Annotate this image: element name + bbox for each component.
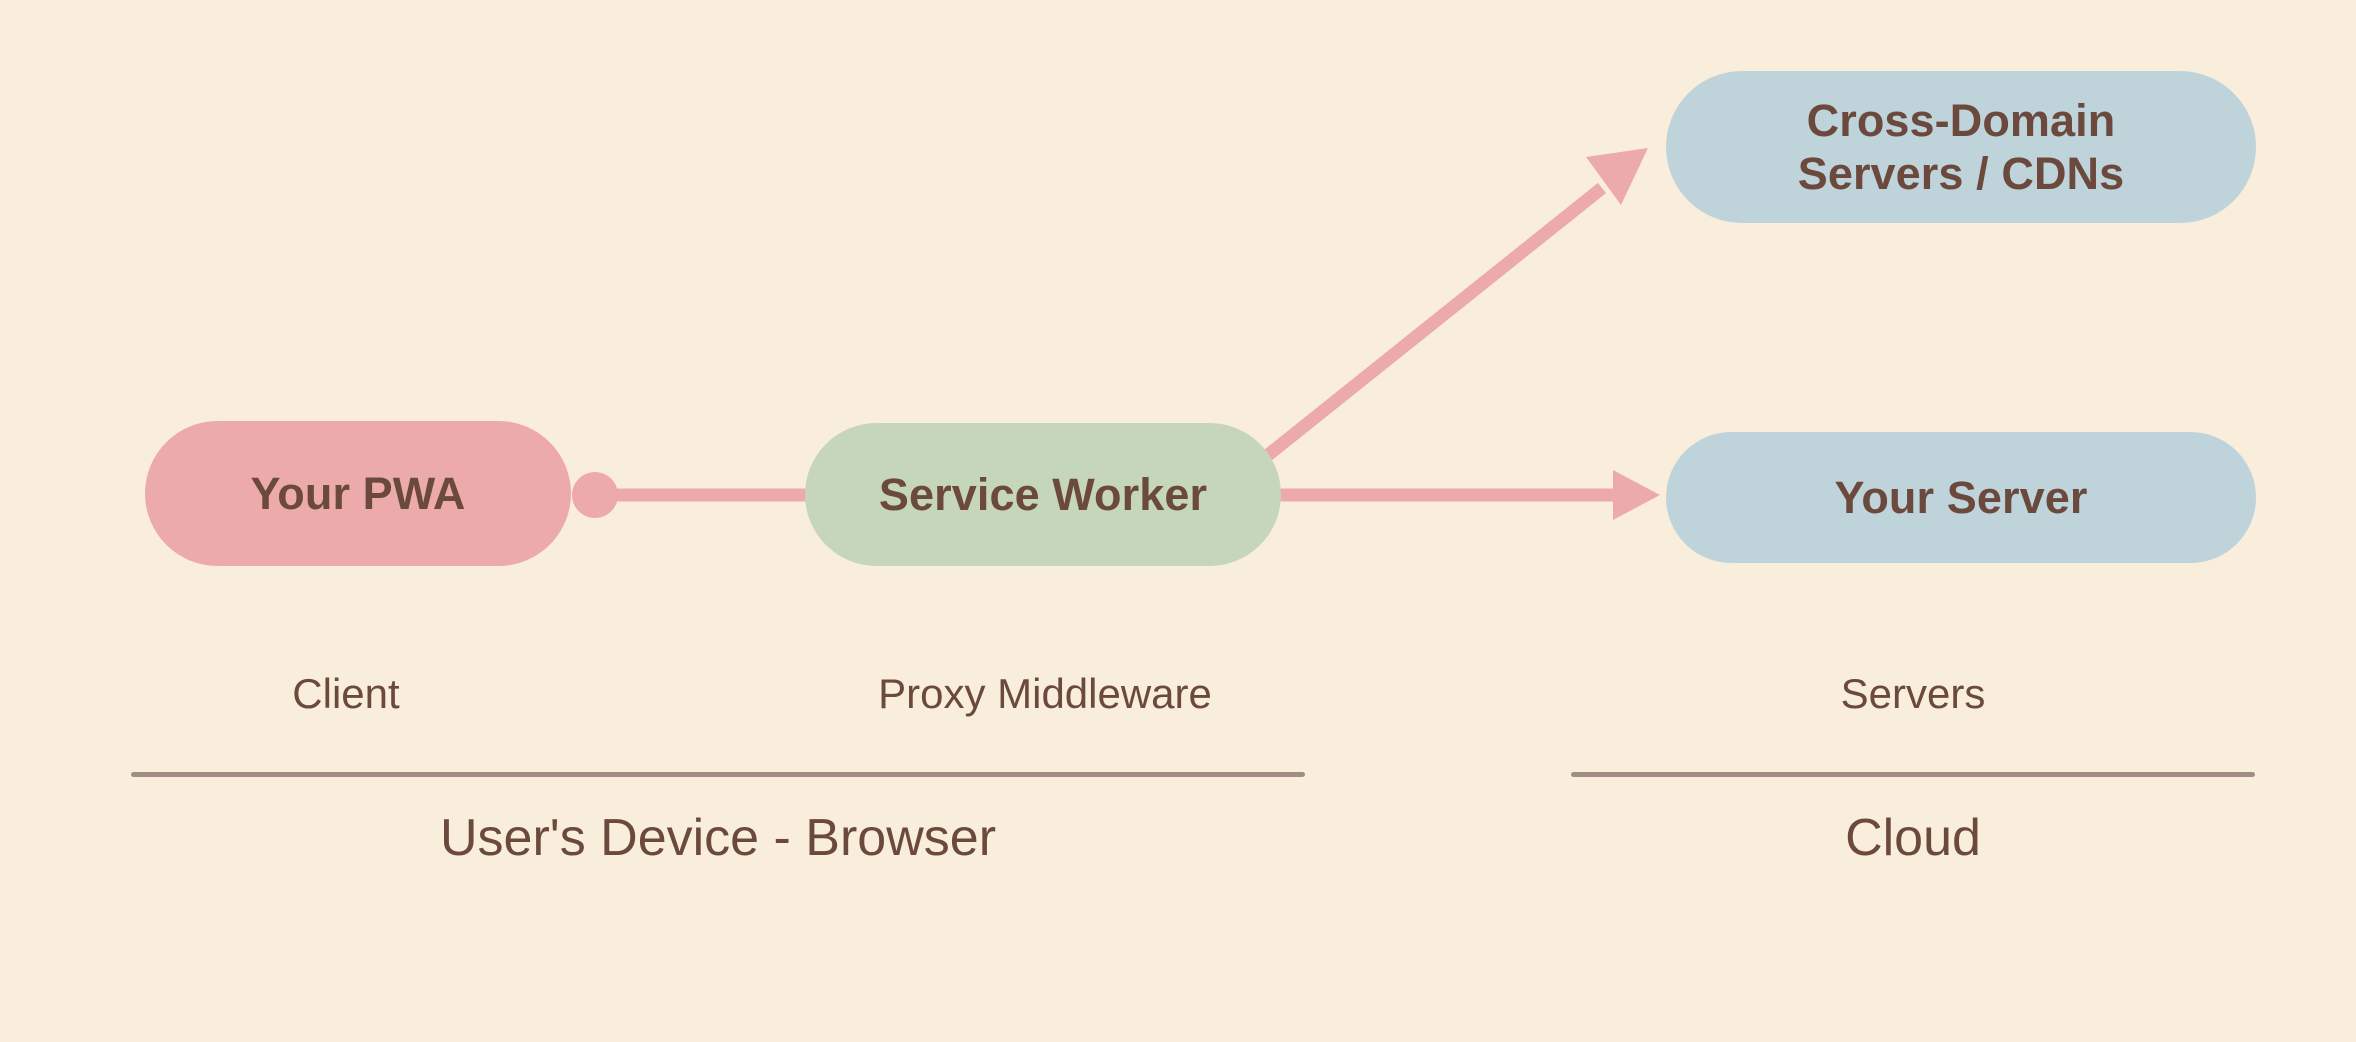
edge-service-worker-to-your-server — [1278, 470, 1660, 520]
edge-pwa-to-service-worker — [572, 472, 810, 518]
zone-label-client: Client — [292, 670, 400, 717]
node-your-pwa-label: Your PWA — [250, 467, 466, 519]
arrowhead-icon — [1586, 148, 1648, 205]
node-cross-domain-servers[interactable]: Cross-Domain Servers / CDNs — [1666, 71, 2256, 223]
edge-source-circle-marker — [572, 472, 618, 518]
edge-service-worker-to-cross-domain — [1263, 148, 1648, 461]
divider-user-device — [131, 772, 1305, 777]
zone-label-servers: Servers — [1840, 670, 1986, 717]
node-cross-domain-servers-label: Cross-Domain Servers / CDNs — [1797, 94, 2125, 199]
node-your-pwa[interactable]: Your PWA — [145, 421, 571, 566]
zone-label-user-device-browser: User's Device - Browser — [439, 809, 997, 867]
node-service-worker-label: Service Worker — [878, 468, 1208, 520]
node-your-server[interactable]: Your Server — [1666, 432, 2256, 563]
zone-label-cloud: Cloud — [1845, 809, 1981, 867]
arrowhead-icon — [1613, 470, 1660, 520]
divider-cloud — [1571, 772, 2255, 777]
zone-label-proxy-middleware: Proxy Middleware — [878, 670, 1212, 717]
node-your-server-label: Your Server — [1834, 471, 2088, 523]
node-service-worker[interactable]: Service Worker — [805, 423, 1281, 566]
